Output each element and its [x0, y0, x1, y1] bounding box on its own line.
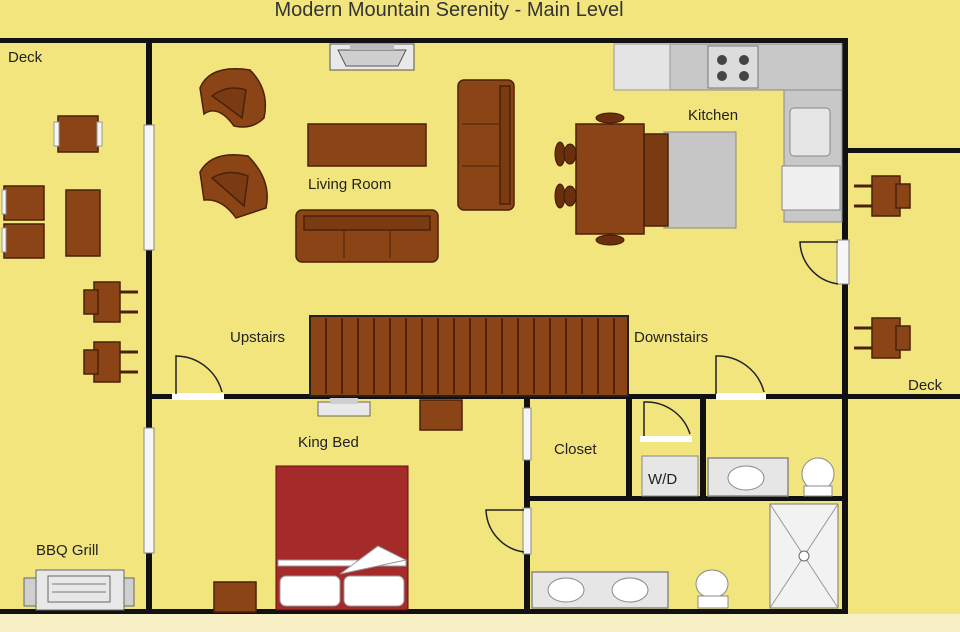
label-deck-right: Deck [908, 377, 943, 394]
label-living-room: Living Room [308, 176, 391, 193]
plan-title: Modern Mountain Serenity - Main Level [274, 0, 623, 21]
door-swings [175, 241, 839, 553]
hall-bath-fixtures [707, 457, 835, 497]
label-deck-left: Deck [8, 49, 43, 66]
kitchen-fixtures [554, 43, 843, 246]
bottom-strip [0, 614, 960, 632]
label-king-bed: King Bed [298, 434, 359, 451]
label-upstairs: Upstairs [230, 329, 285, 346]
label-closet: Closet [554, 441, 597, 458]
label-bbq-grill: BBQ Grill [36, 542, 99, 559]
bbq-grill [23, 569, 135, 611]
label-washer-dryer: W/D [648, 471, 677, 488]
label-kitchen: Kitchen [688, 107, 738, 124]
label-downstairs: Downstairs [634, 329, 708, 346]
bedroom-furniture [213, 398, 463, 613]
staircase [309, 315, 629, 397]
left-deck-furniture [1, 115, 138, 383]
right-deck-furniture [854, 175, 911, 359]
master-bath-fixtures [531, 503, 839, 609]
washer-dryer [641, 455, 699, 497]
openings [143, 124, 850, 555]
living-room-furniture [199, 43, 515, 263]
